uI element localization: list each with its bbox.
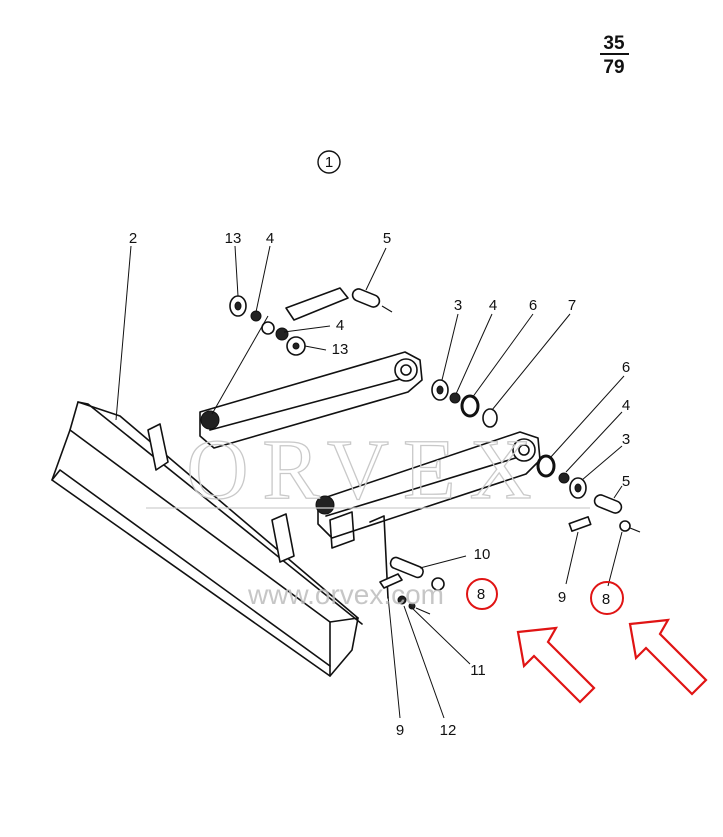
page-number: 35 79 xyxy=(600,33,629,78)
part-labels: 2 13 4 5 4 13 3 4 6 7 6 4 3 5 10 8 9 8 1… xyxy=(129,230,630,739)
part-label-9-right: 9 xyxy=(558,589,566,606)
watermark-brand: ORVEX xyxy=(186,421,545,517)
part-label-4-upper: 4 xyxy=(489,297,497,314)
highlight-circle-part-8-right xyxy=(590,581,624,615)
arrow-icon xyxy=(628,618,708,696)
watermark: ORVEX www.orvex.com xyxy=(146,420,590,610)
part-label-3-lower: 3 xyxy=(622,431,630,448)
part-label-5-lower: 5 xyxy=(622,473,630,490)
lower-centre-hardware xyxy=(379,556,445,615)
part-label-4-lower: 4 xyxy=(622,397,630,414)
figure-number-text: 1 xyxy=(325,154,333,171)
part-label-2: 2 xyxy=(129,230,137,247)
highlight-arrows xyxy=(516,618,708,704)
watermark-url: www.orvex.com xyxy=(247,579,444,610)
part-label-8-right: 8 xyxy=(602,591,610,608)
part-label-5-top: 5 xyxy=(383,230,391,247)
part-label-13-mid: 13 xyxy=(332,341,349,358)
part-label-11: 11 xyxy=(470,662,486,679)
part-label-10: 10 xyxy=(474,546,491,563)
arrow-icon xyxy=(516,626,596,704)
part-label-4-mid: 4 xyxy=(336,317,344,334)
dozer-blade xyxy=(51,401,363,677)
highlight-circle-part-8-centre xyxy=(466,578,498,610)
part-label-13-top: 13 xyxy=(225,230,242,247)
part-label-12: 12 xyxy=(440,722,457,739)
leader-lines xyxy=(115,245,625,719)
highlight-markers xyxy=(466,578,624,615)
part-label-7: 7 xyxy=(568,297,576,314)
right-upper-hardware xyxy=(431,379,498,428)
part-label-6-lower: 6 xyxy=(622,359,630,376)
part-label-4-top: 4 xyxy=(266,230,274,247)
part-label-3-upper: 3 xyxy=(454,297,462,314)
upper-cylinder-group xyxy=(229,287,393,356)
page-number-bottom: 79 xyxy=(603,57,624,78)
part-label-6-upper: 6 xyxy=(529,297,537,314)
part-label-8-centre: 8 xyxy=(477,586,485,603)
part-label-9-bottom: 9 xyxy=(396,722,404,739)
right-lower-hardware xyxy=(536,454,641,533)
page-number-top: 35 xyxy=(603,33,625,54)
push-arms xyxy=(199,351,541,599)
figure-number: 1 xyxy=(317,150,341,174)
